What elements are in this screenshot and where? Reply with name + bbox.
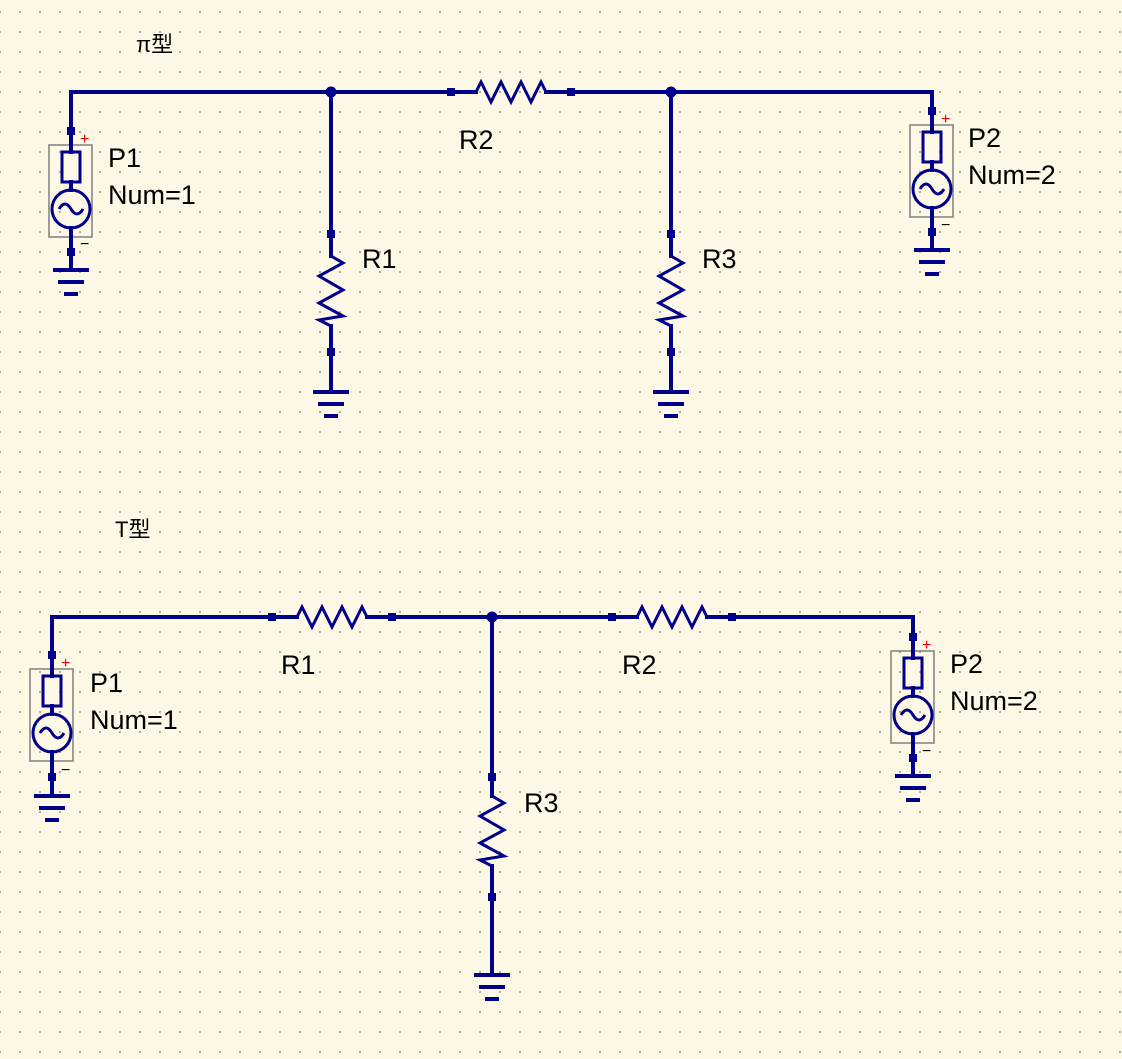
pi-p2-name: P2 (968, 123, 1001, 153)
pi-p2-num: Num=2 (968, 160, 1056, 190)
t-port-p1[interactable] (29, 651, 74, 798)
pi-resistor-r1[interactable] (314, 230, 348, 394)
t-p2-name: P2 (950, 649, 983, 679)
pi-r3-ground-icon (653, 390, 689, 418)
pi-r2-label: R2 (459, 125, 494, 155)
t-junction (486, 611, 498, 623)
t-port-p2[interactable] (890, 633, 935, 778)
t-r3-label: R3 (524, 788, 559, 818)
t-p2-minus-sign: − (922, 743, 931, 760)
t-r2-label: R2 (622, 650, 657, 680)
t-r3-ground-icon (474, 973, 510, 1001)
pi-junction-right (665, 86, 677, 98)
t-resistor-r2[interactable] (608, 603, 736, 631)
t-p2-ground-icon (895, 774, 931, 802)
pi-p1-ground-icon (53, 268, 89, 296)
pi-top-wire-left[interactable] (69, 90, 453, 133)
pi-p1-name: P1 (108, 143, 141, 173)
t-p2-plus-sign: + (922, 637, 931, 654)
pi-resistor-r3[interactable] (654, 230, 688, 394)
pi-port-p2[interactable] (909, 107, 954, 252)
t-p1-plus-sign: + (61, 655, 70, 672)
t-p1-ground-icon (34, 794, 70, 822)
pi-p2-minus-sign: − (941, 217, 950, 234)
pi-port-p1[interactable] (48, 127, 93, 272)
pi-junction-left (325, 86, 337, 98)
t-p1-name: P1 (90, 668, 123, 698)
pi-r3-label: R3 (702, 244, 737, 274)
pi-resistor-r2[interactable] (447, 78, 575, 106)
pi-network-title: π型 (136, 32, 173, 57)
pi-p2-plus-sign: + (941, 111, 950, 128)
t-top-wire-left[interactable] (50, 615, 274, 657)
pi-r1-label: R1 (362, 244, 397, 274)
t-p1-minus-sign: − (61, 762, 70, 779)
pi-network: π型 R2 R1 (48, 32, 1056, 418)
t-p1-num: Num=1 (90, 705, 178, 735)
t-resistor-r3[interactable] (475, 773, 509, 977)
pi-p1-minus-sign: − (80, 236, 89, 253)
pi-p2-ground-icon (914, 248, 950, 276)
t-network-title: T型 (115, 517, 150, 542)
pi-top-wire-right[interactable] (569, 90, 934, 113)
pi-p1-plus-sign: + (80, 131, 89, 148)
t-p2-num: Num=2 (950, 686, 1038, 716)
pi-p1-num: Num=1 (108, 180, 196, 210)
pi-r1-ground-icon (313, 390, 349, 418)
t-resistor-r1[interactable] (268, 603, 396, 631)
t-r1-label: R1 (281, 650, 316, 680)
t-network: T型 R1 R2 (29, 517, 1038, 1001)
t-top-wire-right[interactable] (730, 615, 915, 639)
